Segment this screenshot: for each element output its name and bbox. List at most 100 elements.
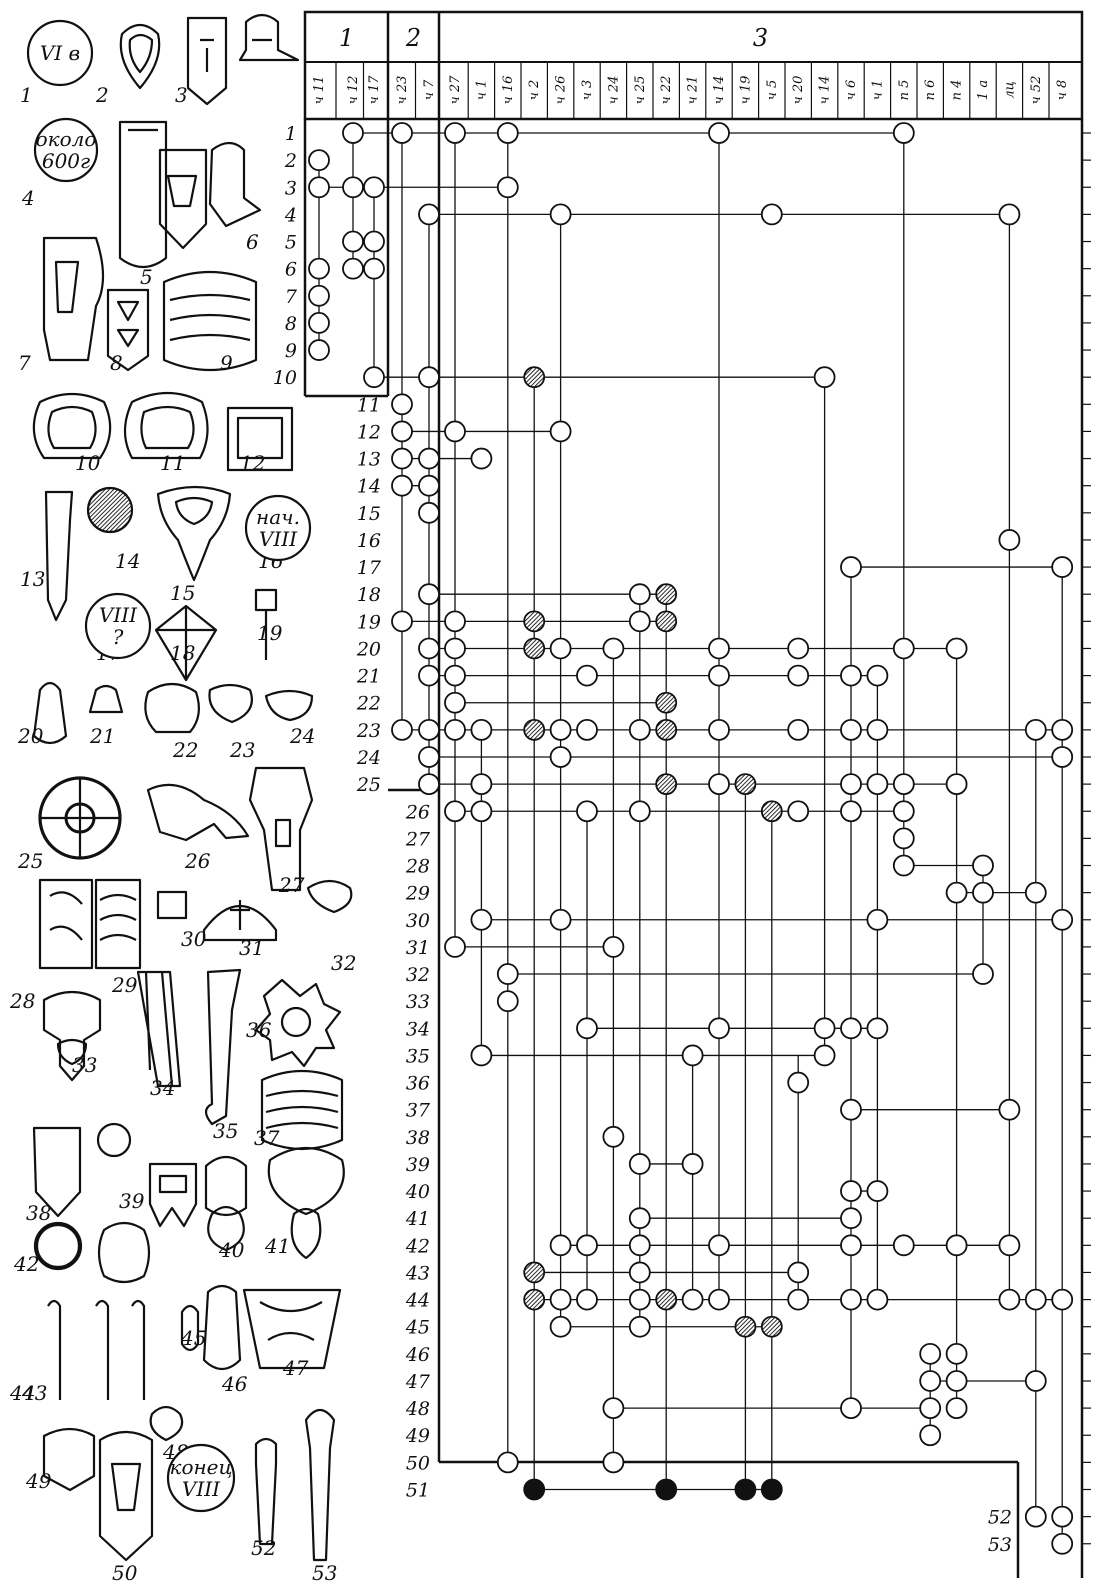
artifact-label: 23 (229, 738, 255, 762)
open-mark (787, 637, 810, 660)
open-mark (576, 664, 598, 687)
open-mark (840, 1397, 862, 1420)
group-label-2: 2 (405, 24, 421, 52)
column-label: ч 5 (765, 80, 780, 101)
open-mark (708, 718, 730, 741)
pin-19-drawing (254, 588, 278, 660)
row-label: 14 (357, 476, 381, 498)
filled-mark (760, 1478, 783, 1501)
artifact-label: 1 (20, 83, 33, 107)
hatched-mark (655, 583, 678, 606)
star-plaque-hole-drawing (280, 1006, 312, 1038)
row-label: 42 (405, 1235, 430, 1257)
artifact-label: 11 (160, 451, 185, 475)
frame-30-drawing (156, 890, 188, 920)
artifact-label: 4 (21, 186, 35, 210)
open-mark (576, 718, 598, 741)
column-label: лц (1002, 81, 1017, 98)
open-mark (363, 366, 385, 389)
artifact-label: 21 (89, 724, 115, 748)
long-strap-drawing (118, 120, 168, 269)
date-badge-text: VIII (259, 527, 298, 551)
open-mark (308, 339, 330, 361)
open-mark (919, 1397, 942, 1420)
open-mark (892, 800, 915, 823)
hatched-mark (655, 691, 678, 714)
open-mark (1024, 1370, 1047, 1392)
open-mark (391, 610, 413, 633)
hatched-mark (760, 1315, 783, 1338)
column-label: п 4 (950, 80, 965, 101)
open-mark (892, 773, 915, 796)
column-label: ч 25 (633, 76, 648, 105)
group-label-1: 1 (339, 24, 354, 52)
heart-plaque-drawing (119, 23, 161, 90)
fibula-35-drawing (204, 968, 242, 1126)
open-mark (840, 718, 862, 741)
row-label: 17 (357, 557, 382, 579)
artifact-label: 32 (331, 951, 356, 975)
pendant-27-drawing (306, 879, 353, 914)
column-label: ч 26 (554, 76, 569, 105)
open-mark (549, 1315, 572, 1338)
open-mark (628, 1261, 651, 1284)
open-mark (363, 176, 385, 199)
disc-39-drawing (96, 1122, 132, 1158)
open-mark (444, 718, 466, 741)
artifact-label: 19 (257, 621, 283, 645)
column-label: ч 3 (580, 80, 595, 101)
artifact-label: 25 (17, 849, 43, 873)
artifact-label: 30 (181, 927, 207, 951)
open-mark (1051, 556, 1074, 578)
open-mark (892, 854, 915, 877)
open-mark (391, 393, 413, 416)
row-label: 29 (405, 883, 430, 905)
artifact-label: 26 (184, 849, 211, 873)
column-label: ч 24 (606, 76, 621, 105)
open-mark (840, 773, 862, 796)
open-mark (628, 583, 651, 606)
artifact-label: 49 (25, 1469, 52, 1493)
date-badge-text: около (36, 127, 97, 151)
hatched-mark (523, 718, 546, 741)
open-mark (945, 1397, 968, 1420)
open-mark (576, 1288, 598, 1311)
disc-23-drawing (208, 683, 253, 724)
open-mark (444, 420, 466, 443)
open-mark (892, 122, 915, 144)
open-mark (628, 1153, 651, 1175)
open-mark (418, 773, 440, 796)
row-label: 8 (285, 313, 297, 335)
open-mark (919, 1424, 942, 1447)
open-mark (1051, 746, 1074, 768)
row-label: 10 (273, 367, 297, 389)
pendants-44-drawing (47, 1299, 146, 1400)
open-mark (342, 122, 364, 144)
open-mark (840, 800, 862, 823)
open-mark (444, 800, 466, 823)
open-mark (576, 1017, 598, 1040)
column-label: ч 8 (1055, 80, 1070, 101)
artifact-label: 13 (20, 567, 45, 591)
bead-37-drawing (260, 1069, 344, 1151)
row-label: 11 (357, 394, 381, 416)
open-mark (444, 664, 466, 687)
row-label: 12 (357, 421, 381, 443)
row-label: 3 (285, 177, 297, 199)
open-mark (496, 176, 519, 199)
open-mark (496, 1451, 519, 1474)
open-mark (444, 122, 466, 144)
artifact-label: 14 (115, 549, 140, 573)
column-label: ч 7 (422, 79, 437, 100)
open-mark (628, 1315, 651, 1338)
row-label: 31 (406, 937, 430, 959)
open-mark (708, 1288, 730, 1311)
open-mark (444, 637, 466, 660)
row-label: 4 (284, 204, 297, 226)
open-mark (945, 773, 968, 796)
open-mark (470, 908, 493, 931)
barrel-bead-drawing (162, 270, 258, 372)
row-label: 6 (285, 259, 297, 281)
open-mark (444, 691, 466, 714)
row-label: 37 (406, 1100, 431, 1122)
